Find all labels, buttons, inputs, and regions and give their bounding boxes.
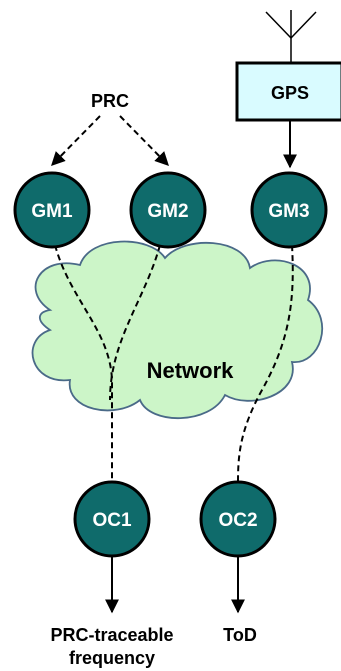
gm1-label: GM1 — [31, 201, 73, 222]
network-label: Network — [147, 358, 235, 383]
oc2-label: OC2 — [218, 510, 257, 531]
gm1-to-oc1-link — [54, 244, 113, 482]
oc1-output-line2: frequency — [69, 648, 155, 668]
gm3-node: GM3 — [250, 171, 328, 249]
gps-receiver: GPS — [235, 61, 341, 122]
gm3-label: GM3 — [268, 201, 309, 222]
antenna-icon — [265, 10, 317, 63]
gm3-to-oc2-link — [237, 244, 294, 483]
oc2-output-label: ToD — [223, 625, 257, 645]
gm2-label: GM2 — [147, 201, 188, 222]
oc2-node: OC2 — [199, 480, 277, 558]
prc-to-gm1-arrow — [51, 115, 101, 167]
network-cloud: Network — [31, 240, 324, 420]
gm2-to-oc1-link — [109, 244, 161, 401]
prc-to-gm2-arrow — [119, 115, 169, 167]
gm1-node: GM1 — [13, 171, 91, 249]
oc1-label: OC1 — [92, 510, 132, 531]
prc-label: PRC — [91, 91, 129, 111]
gps-label: GPS — [271, 83, 309, 103]
oc1-output-line1: PRC-traceable — [50, 625, 173, 645]
gm2-node: GM2 — [129, 171, 207, 249]
oc1-node: OC1 — [73, 480, 151, 558]
